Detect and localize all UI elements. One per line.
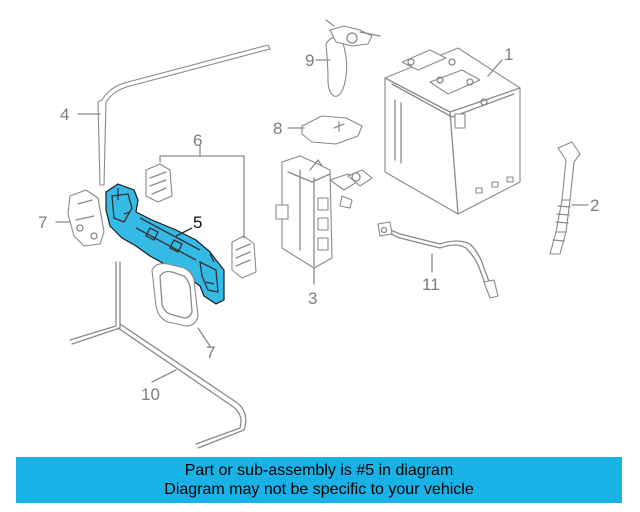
cover-part-7b xyxy=(151,263,199,327)
ground-cable-part-11 xyxy=(377,221,499,299)
cover-part-7a xyxy=(67,189,105,247)
callout-1: 1 xyxy=(504,45,513,64)
callout-3: 3 xyxy=(308,289,317,308)
rod-part-10 xyxy=(69,261,247,449)
callout-4: 4 xyxy=(60,105,69,124)
callout-5: 5 xyxy=(193,213,202,232)
battery-part xyxy=(384,47,521,215)
banner-line-2: Diagram may not be specific to your vehi… xyxy=(164,481,474,498)
callout-2: 2 xyxy=(590,196,599,215)
callout-9: 9 xyxy=(305,51,314,70)
clip-part-6a xyxy=(145,163,173,203)
vent-hose-part xyxy=(549,141,581,255)
fuse-box-part xyxy=(275,155,373,269)
callout-10: 10 xyxy=(141,385,160,404)
clip-part-6b xyxy=(231,235,257,279)
banner-line-1: Part or sub-assembly is #5 in diagram xyxy=(184,462,454,479)
info-banner: Part or sub-assembly is #5 in diagram Di… xyxy=(16,457,622,503)
callout-7-left: 7 xyxy=(38,213,47,232)
bracket-part-5 xyxy=(105,183,225,305)
leader-lines xyxy=(55,59,589,383)
cap-part-8 xyxy=(301,115,363,145)
callout-6: 6 xyxy=(193,131,202,150)
sensor-part-9 xyxy=(325,19,381,97)
callout-8: 8 xyxy=(273,119,282,138)
callout-7-bottom: 7 xyxy=(206,343,215,362)
parts-diagram: 1 2 3 4 5 6 7 7 8 9 10 11 xyxy=(38,19,599,449)
callout-11: 11 xyxy=(422,275,440,294)
cable-part-4 xyxy=(97,44,271,186)
